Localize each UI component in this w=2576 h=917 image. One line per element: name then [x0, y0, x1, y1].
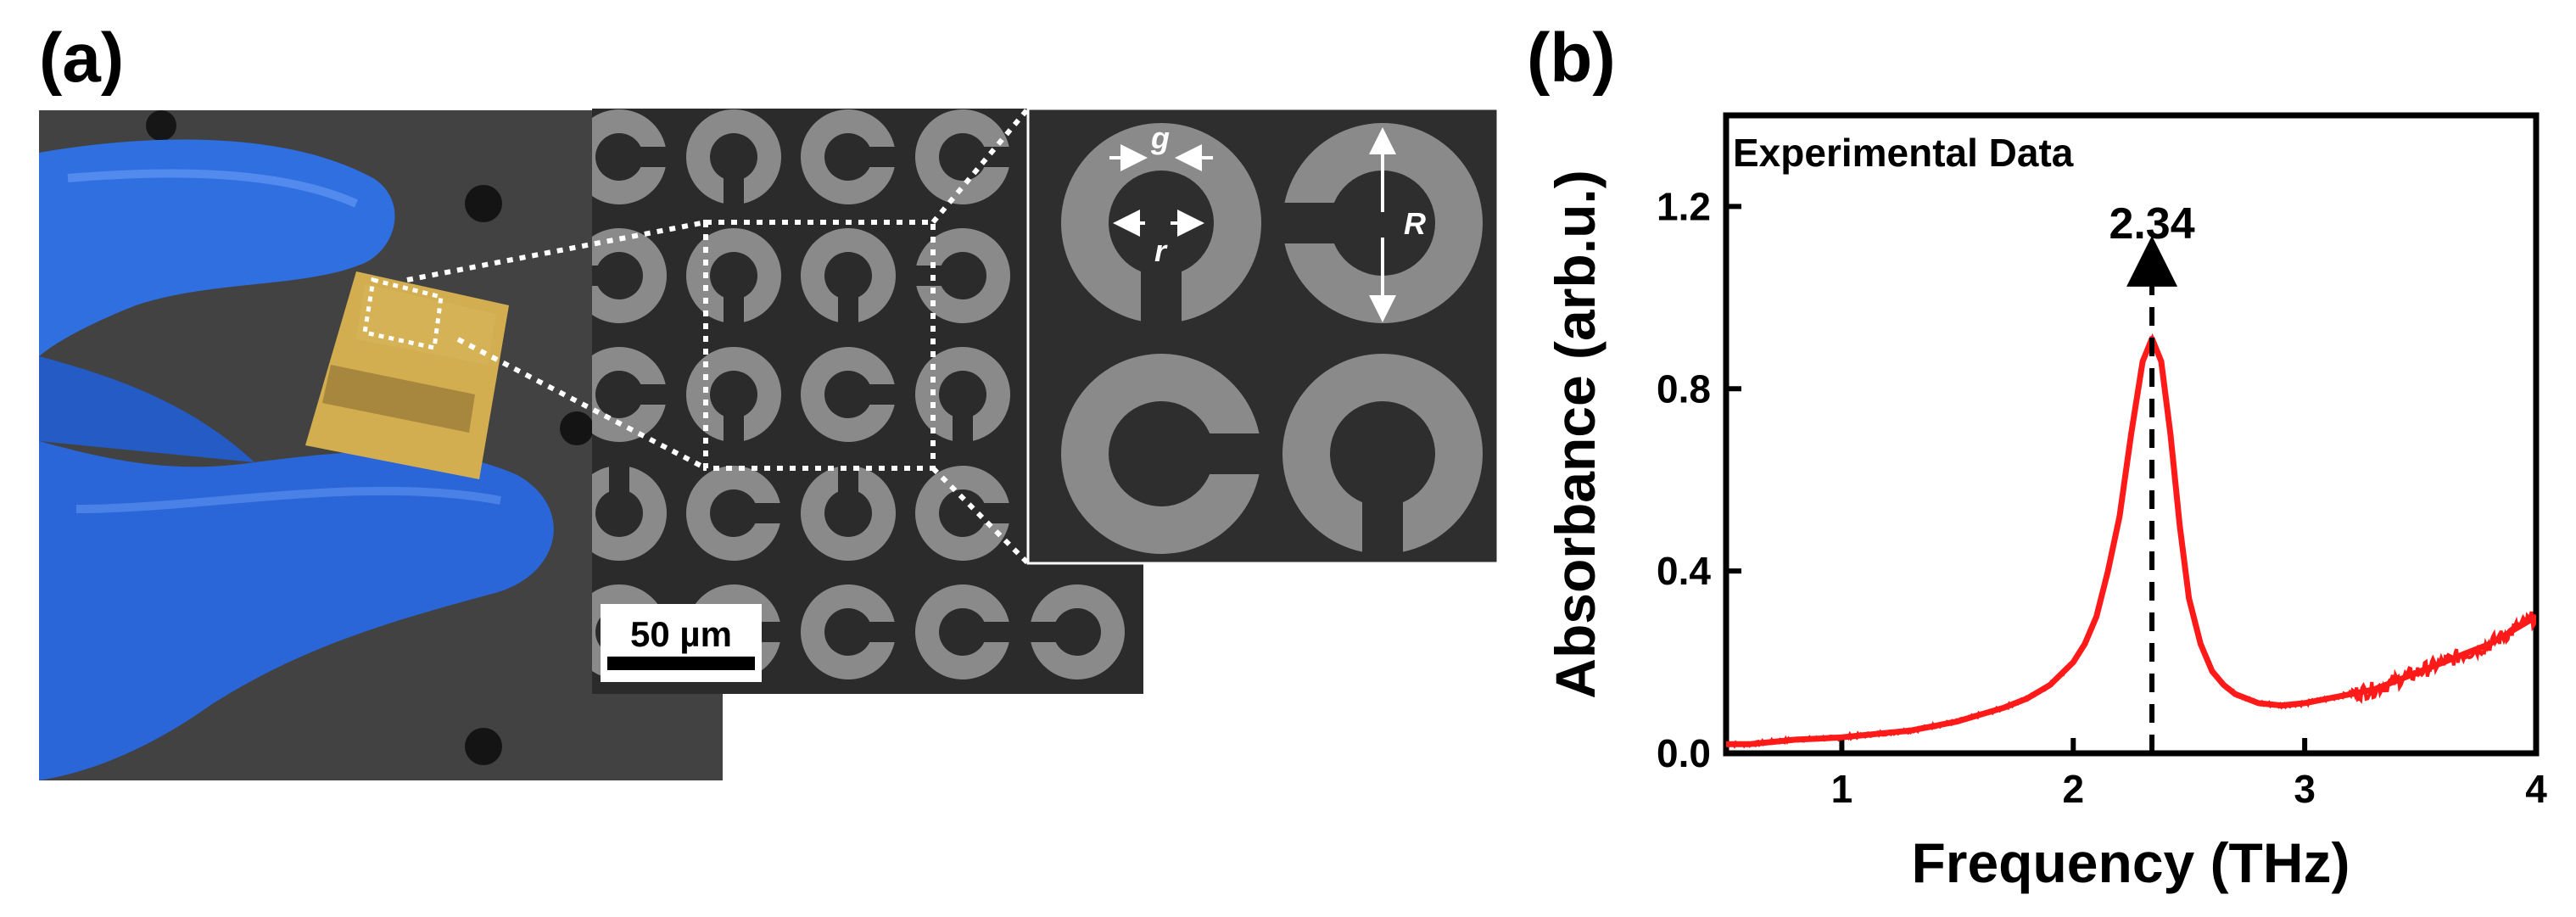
split-ring-resonator: [801, 584, 895, 679]
y-tick-label: 0.8: [1657, 366, 1711, 411]
scale-bar-label: 50 µm: [630, 614, 732, 654]
split-ring-resonator: [1031, 584, 1125, 679]
split-ring-zoom: [1282, 353, 1483, 552]
x-axis-label: Frequency (THz): [1911, 831, 2350, 894]
peak-label: 2.34: [2109, 199, 2194, 249]
y-tick-label: 0.4: [1657, 549, 1711, 593]
y-tick-label: 1.2: [1657, 184, 1711, 228]
dim-g-label: g: [1150, 120, 1170, 155]
split-ring-resonator: [686, 228, 782, 322]
scale-bar: 50 µm: [601, 604, 762, 682]
zoom-selection-box: [703, 220, 936, 471]
absorbance-chart: Experimental Data 0.0 0.4 0.8 1.2 1 2 3 4 2.34…: [1544, 112, 2547, 894]
split-ring-resonator: [592, 347, 666, 442]
split-ring-resonator: [686, 466, 780, 561]
split-ring-resonator: [686, 346, 782, 441]
glove-bottom-finger: [39, 441, 554, 780]
split-ring-resonator: [592, 109, 666, 204]
split-ring-resonator: [801, 228, 896, 322]
split-ring-resonator: [915, 466, 1009, 561]
x-tick-label: 2: [2062, 767, 2084, 811]
y-axis-label: Absorbance (arb.u.): [1544, 170, 1607, 698]
split-ring-resonator: [915, 584, 1009, 679]
x-tick-label: 3: [2294, 767, 2316, 811]
series-noise: [1726, 333, 2536, 749]
dimension-annotations: g r R: [1109, 120, 1426, 322]
panel-b-label: (b): [1527, 20, 1616, 97]
split-ring-resonator: [801, 347, 895, 442]
split-ring-resonator: [916, 228, 1010, 323]
x-tick-label: 1: [1831, 767, 1853, 811]
split-ring-resonator: [801, 109, 895, 205]
x-tick-label: 4: [2525, 767, 2547, 811]
split-ring-zoom: [1061, 354, 1260, 554]
sample-chip: [305, 271, 509, 479]
sem-zoom-image: [1028, 109, 1498, 563]
split-ring-resonator: [915, 346, 1010, 441]
split-ring-resonator: [592, 467, 667, 561]
chart-annotation-experimental: Experimental Data: [1733, 131, 2074, 175]
glove-top-finger: [39, 139, 395, 356]
y-tick-label: 0.0: [1657, 731, 1711, 775]
split-ring-resonator: [915, 109, 1009, 205]
panel-a-label: (a): [39, 20, 125, 97]
dim-R-label: R: [1404, 206, 1426, 241]
split-ring-resonator: [801, 467, 896, 562]
split-ring-zoom: [1061, 123, 1261, 322]
split-ring-resonator: [686, 109, 782, 204]
dim-r-label: r: [1154, 233, 1168, 268]
split-ring-zoom: [1284, 123, 1483, 323]
split-ring-resonator: [592, 228, 667, 323]
